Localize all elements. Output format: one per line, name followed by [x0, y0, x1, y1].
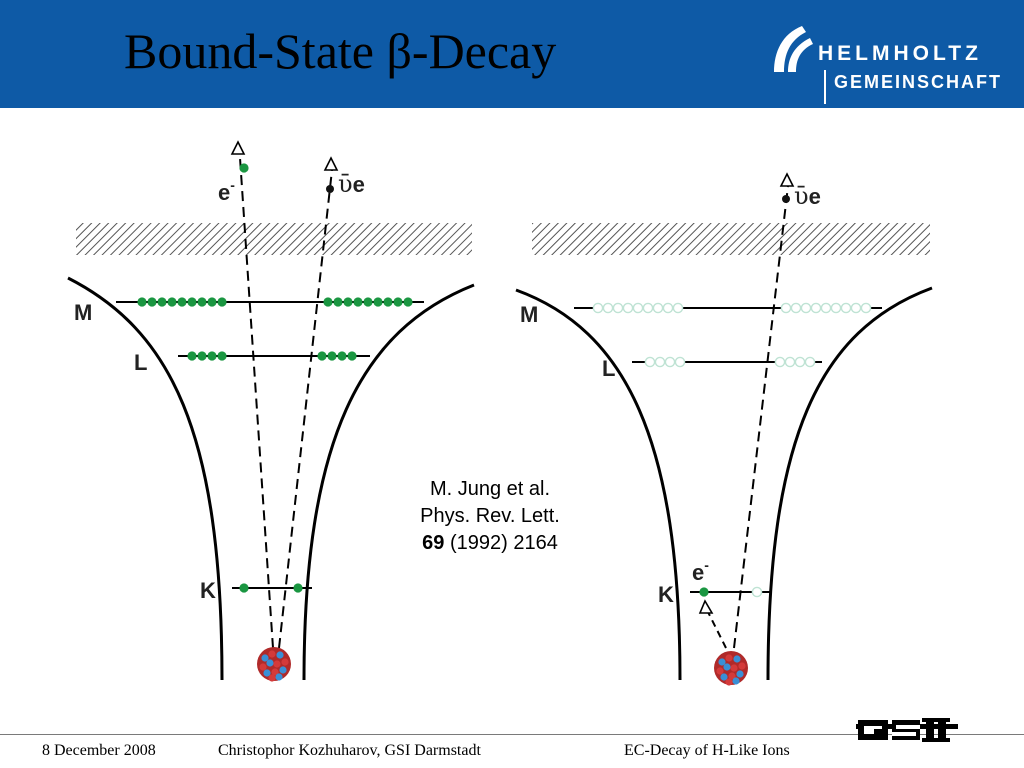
logo-divider	[824, 70, 826, 104]
antineutrino-arrowhead-icon	[779, 172, 795, 187]
m-shell-electrons-right	[323, 297, 413, 307]
electron-track	[239, 157, 274, 649]
antineutrino-track	[278, 169, 333, 649]
potential-well-left	[515, 288, 682, 681]
citation-volume: 69	[422, 532, 445, 554]
emitted-electron	[239, 163, 249, 173]
gemeinschaft-logo-text: GEMEINSCHAFT	[834, 72, 1002, 92]
antineutrino-label: ῡe	[338, 170, 365, 198]
electron-arrowhead-icon	[230, 140, 246, 155]
bound-electron-arrowhead-icon	[698, 599, 714, 614]
helmholtz-logo-text: HELMHOLTZ	[818, 42, 982, 65]
gsi-logo-icon	[856, 718, 958, 742]
l-shell-electrons-left	[187, 351, 227, 361]
k-shell-vacancy	[751, 586, 763, 598]
citation-journal: Phys. Rev. Lett.	[420, 505, 560, 527]
emitted-antineutrino	[326, 185, 334, 193]
shell-label-l: L	[602, 356, 615, 381]
antineutrino-label: ῡe	[794, 182, 821, 210]
nucleus-left	[257, 647, 291, 682]
footer-author: Christophor Kozhuharov, GSI Darmstadt	[218, 742, 481, 759]
bound-electron	[699, 587, 709, 597]
shell-label-m: M	[520, 302, 538, 327]
antineutrino-track	[733, 185, 789, 649]
left-panel: M L K e- ῡe	[67, 140, 475, 682]
citation-details: 69 (1992) 2164	[380, 530, 600, 557]
shell-label-k: K	[658, 582, 674, 607]
continuum-hatch	[76, 223, 472, 255]
nucleus-right	[714, 651, 748, 686]
continuum-hatch	[532, 223, 930, 255]
footer-divider	[0, 734, 1024, 735]
title-bar	[0, 0, 1024, 108]
shell-label-l: L	[134, 350, 147, 375]
shell-label-m: M	[74, 300, 92, 325]
antineutrino-arrowhead-icon	[323, 156, 339, 171]
helmholtz-logo-icon	[774, 26, 813, 72]
citation-authors: M. Jung et al.	[429, 478, 551, 500]
electron-label: e-	[218, 177, 235, 205]
shell-label-k: K	[200, 578, 216, 603]
electron-label: e-	[692, 557, 709, 585]
right-panel: M L K e- ῡe	[515, 172, 933, 686]
footer-date: 8 December 2008	[42, 742, 156, 759]
slide-title: Bound-State β-Decay	[124, 23, 557, 79]
l-shell-vacancies-right	[774, 356, 816, 368]
k-shell-electrons	[239, 583, 303, 593]
footer-topic: EC-Decay of H-Like Ions	[624, 742, 790, 759]
l-shell-vacancies-left	[644, 356, 686, 368]
m-shell-vacancies-right	[780, 302, 872, 314]
potential-well-left	[67, 276, 224, 681]
potential-well-right	[766, 286, 933, 681]
m-shell-electrons-left	[137, 297, 227, 307]
emitted-antineutrino	[782, 195, 790, 203]
citation-year-page: (1992) 2164	[444, 532, 558, 554]
citation: M. Jung et al. Phys. Rev. Lett. 69 (1992…	[380, 476, 600, 557]
m-shell-vacancies-left	[592, 302, 684, 314]
l-shell-electrons-right	[317, 351, 357, 361]
decay-diagram: M L K e- ῡe	[67, 140, 933, 686]
bound-electron-track	[707, 611, 727, 649]
